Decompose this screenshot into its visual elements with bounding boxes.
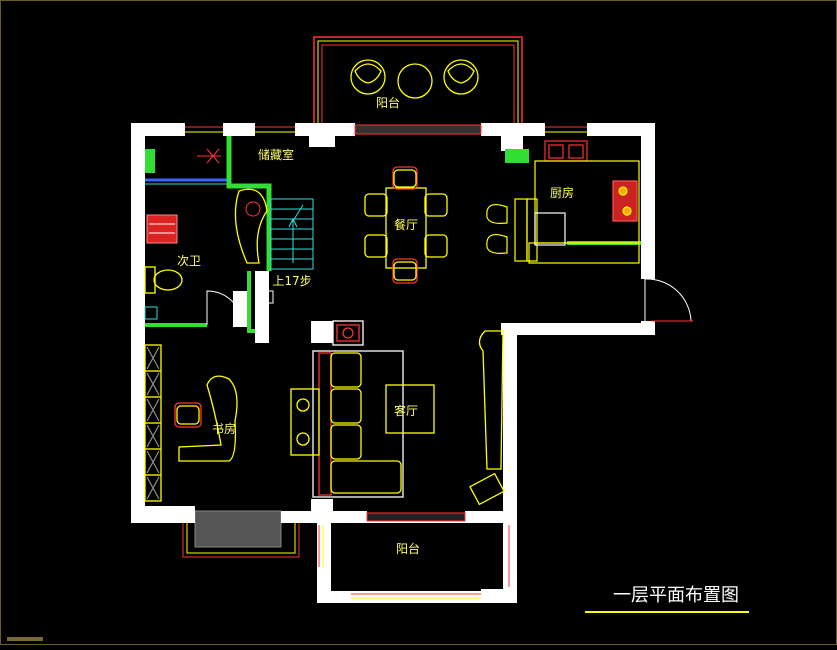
label-dining: 餐厅 bbox=[394, 217, 418, 232]
balcony-chair-left bbox=[350, 59, 386, 95]
entry-door bbox=[644, 278, 693, 322]
label-second-bath: 次卫 bbox=[177, 254, 201, 268]
corner-marker bbox=[7, 637, 43, 641]
dining-set bbox=[364, 166, 448, 284]
label-balcony-bottom: 阳台 bbox=[396, 541, 420, 556]
study-furniture bbox=[144, 344, 238, 502]
label-storage: 储藏室 bbox=[258, 147, 294, 162]
storage-fixtures bbox=[234, 188, 274, 304]
balcony-chair-right bbox=[443, 59, 479, 95]
top-balcony bbox=[313, 36, 523, 130]
label-study: 书房 bbox=[212, 421, 236, 436]
balcony-round-table bbox=[397, 63, 433, 99]
staircase bbox=[270, 198, 314, 270]
room-labels: 阳台 储藏室 餐厅 厨房 次卫 上17步 书房 客厅 阳台 bbox=[177, 95, 574, 556]
living-furniture bbox=[290, 320, 505, 506]
bottom-balcony bbox=[317, 521, 517, 603]
drawing-title-block: 一层平面布置图 bbox=[585, 585, 749, 613]
bath-cabinet bbox=[146, 214, 178, 244]
label-living: 客厅 bbox=[394, 403, 418, 418]
bathroom-fixtures bbox=[144, 148, 221, 320]
label-kitchen: 厨房 bbox=[550, 185, 574, 200]
dining-table bbox=[385, 187, 427, 269]
outer-walls bbox=[131, 123, 655, 523]
drawing-title: 一层平面布置图 bbox=[613, 585, 739, 606]
kitchen-fixtures bbox=[486, 140, 640, 264]
label-balcony-top: 阳台 bbox=[376, 95, 400, 110]
study-bay-window bbox=[182, 510, 300, 558]
label-stairs: 上17步 bbox=[272, 274, 311, 288]
partitions bbox=[145, 136, 641, 343]
sofa-frame bbox=[312, 350, 404, 498]
coffee-table bbox=[385, 384, 435, 434]
toilet bbox=[144, 266, 183, 294]
